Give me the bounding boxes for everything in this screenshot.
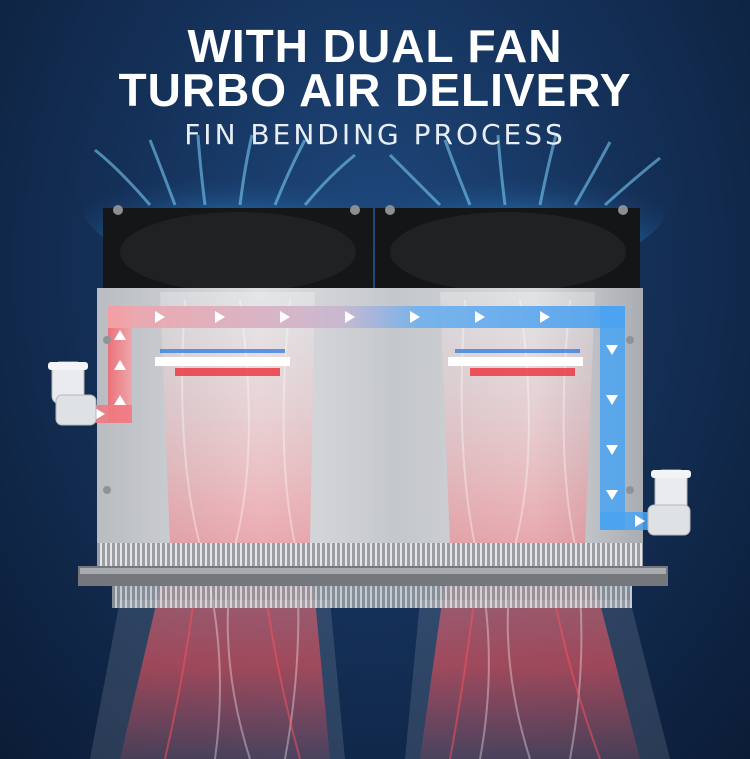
outlet-fitting-icon <box>647 469 691 536</box>
lower-airflow <box>90 600 670 759</box>
heat-fins <box>78 543 668 608</box>
headline-line-1: WITH DUAL FAN <box>187 20 563 72</box>
pipe-fitting-icon <box>48 361 97 426</box>
headline-line-2: TURBO AIR DELIVERY <box>118 64 632 116</box>
dual-fan-icon <box>103 205 640 300</box>
panel-screws <box>103 336 634 494</box>
temperature-indicator <box>155 349 583 376</box>
hot-airflow <box>120 292 640 759</box>
subtitle: FIN BENDING PROCESS <box>184 118 566 151</box>
coolant-flow-path <box>80 306 655 530</box>
